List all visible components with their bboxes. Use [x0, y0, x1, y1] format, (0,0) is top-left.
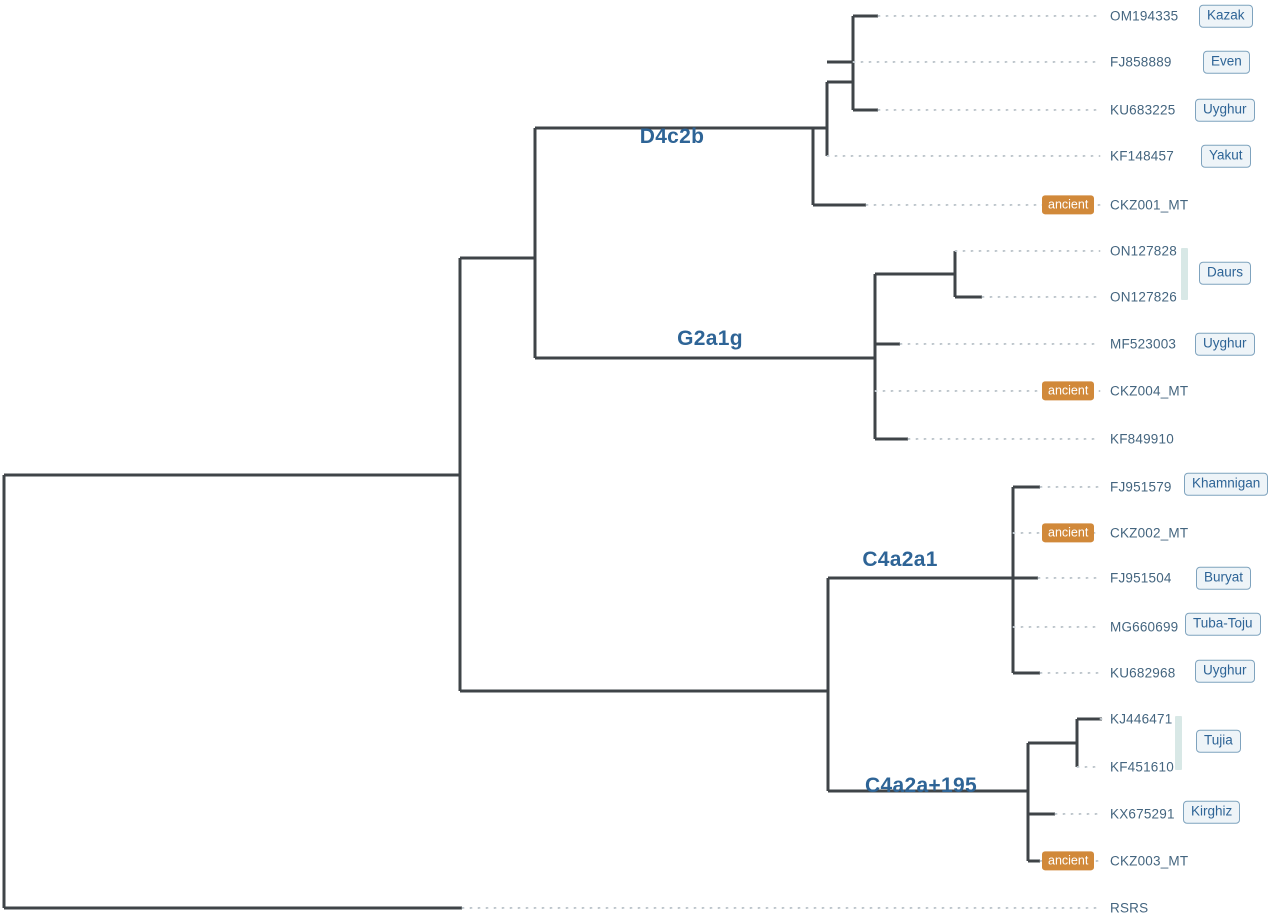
ancient-badge: ancient — [1042, 195, 1095, 215]
tip-label: KX675291 — [1110, 806, 1175, 822]
tip-label: CKZ001_MT — [1110, 197, 1189, 213]
population-badge-kazak: Kazak — [1199, 4, 1253, 28]
tip-label: ON127826 — [1110, 289, 1177, 305]
population-badge-kirghiz: Kirghiz — [1183, 800, 1241, 824]
tip-label: ON127828 — [1110, 243, 1177, 259]
tip-label: KJ446471 — [1110, 711, 1173, 727]
clade-label-g2a1g: G2a1g — [677, 327, 743, 350]
population-badge-even: Even — [1203, 50, 1250, 74]
population-badge-yakut: Yakut — [1201, 144, 1251, 168]
tip-label: KF148457 — [1110, 148, 1174, 164]
population-badge-khamnigan: Khamnigan — [1184, 472, 1269, 496]
tip-label: FJ951579 — [1110, 479, 1172, 495]
population-badge-uyghur: Uyghur — [1195, 332, 1255, 356]
ancient-badge: ancient — [1042, 523, 1095, 543]
tip-label: CKZ004_MT — [1110, 383, 1189, 399]
clade-label-c4a2a195: C4a2a+195 — [865, 774, 977, 797]
population-badge-daurs: Daurs — [1199, 261, 1252, 285]
tip-label: CKZ003_MT — [1110, 853, 1189, 869]
tip-label: KF451610 — [1110, 759, 1174, 775]
group-bar-daurs — [1181, 248, 1188, 300]
population-badge-buryat: Buryat — [1196, 566, 1252, 590]
tip-label: CKZ002_MT — [1110, 525, 1189, 541]
population-badge-uyghur: Uyghur — [1195, 659, 1255, 683]
ancient-badge: ancient — [1042, 851, 1095, 871]
tip-label: KF849910 — [1110, 431, 1174, 447]
clade-label-d4c2b: D4c2b — [639, 125, 705, 148]
tip-label: MF523003 — [1110, 336, 1177, 352]
tip-label: FJ951504 — [1110, 570, 1172, 586]
tip-label-rsrs: RSRS — [1110, 900, 1149, 916]
tip-label: KU683225 — [1110, 102, 1176, 118]
population-badge-tujia: Tujia — [1196, 729, 1241, 753]
ancient-badge: ancient — [1042, 381, 1095, 401]
clade-label-c4a2a1: C4a2a1 — [862, 548, 938, 571]
tip-label: MG660699 — [1110, 619, 1179, 635]
population-badge-tuba-toju: Tuba-Toju — [1185, 612, 1261, 636]
population-badge-uyghur: Uyghur — [1195, 98, 1255, 122]
tip-label: OM194335 — [1110, 8, 1179, 24]
tip-label: KU682968 — [1110, 665, 1176, 681]
tip-label: FJ858889 — [1110, 54, 1172, 70]
group-bar-tujia — [1175, 716, 1182, 770]
